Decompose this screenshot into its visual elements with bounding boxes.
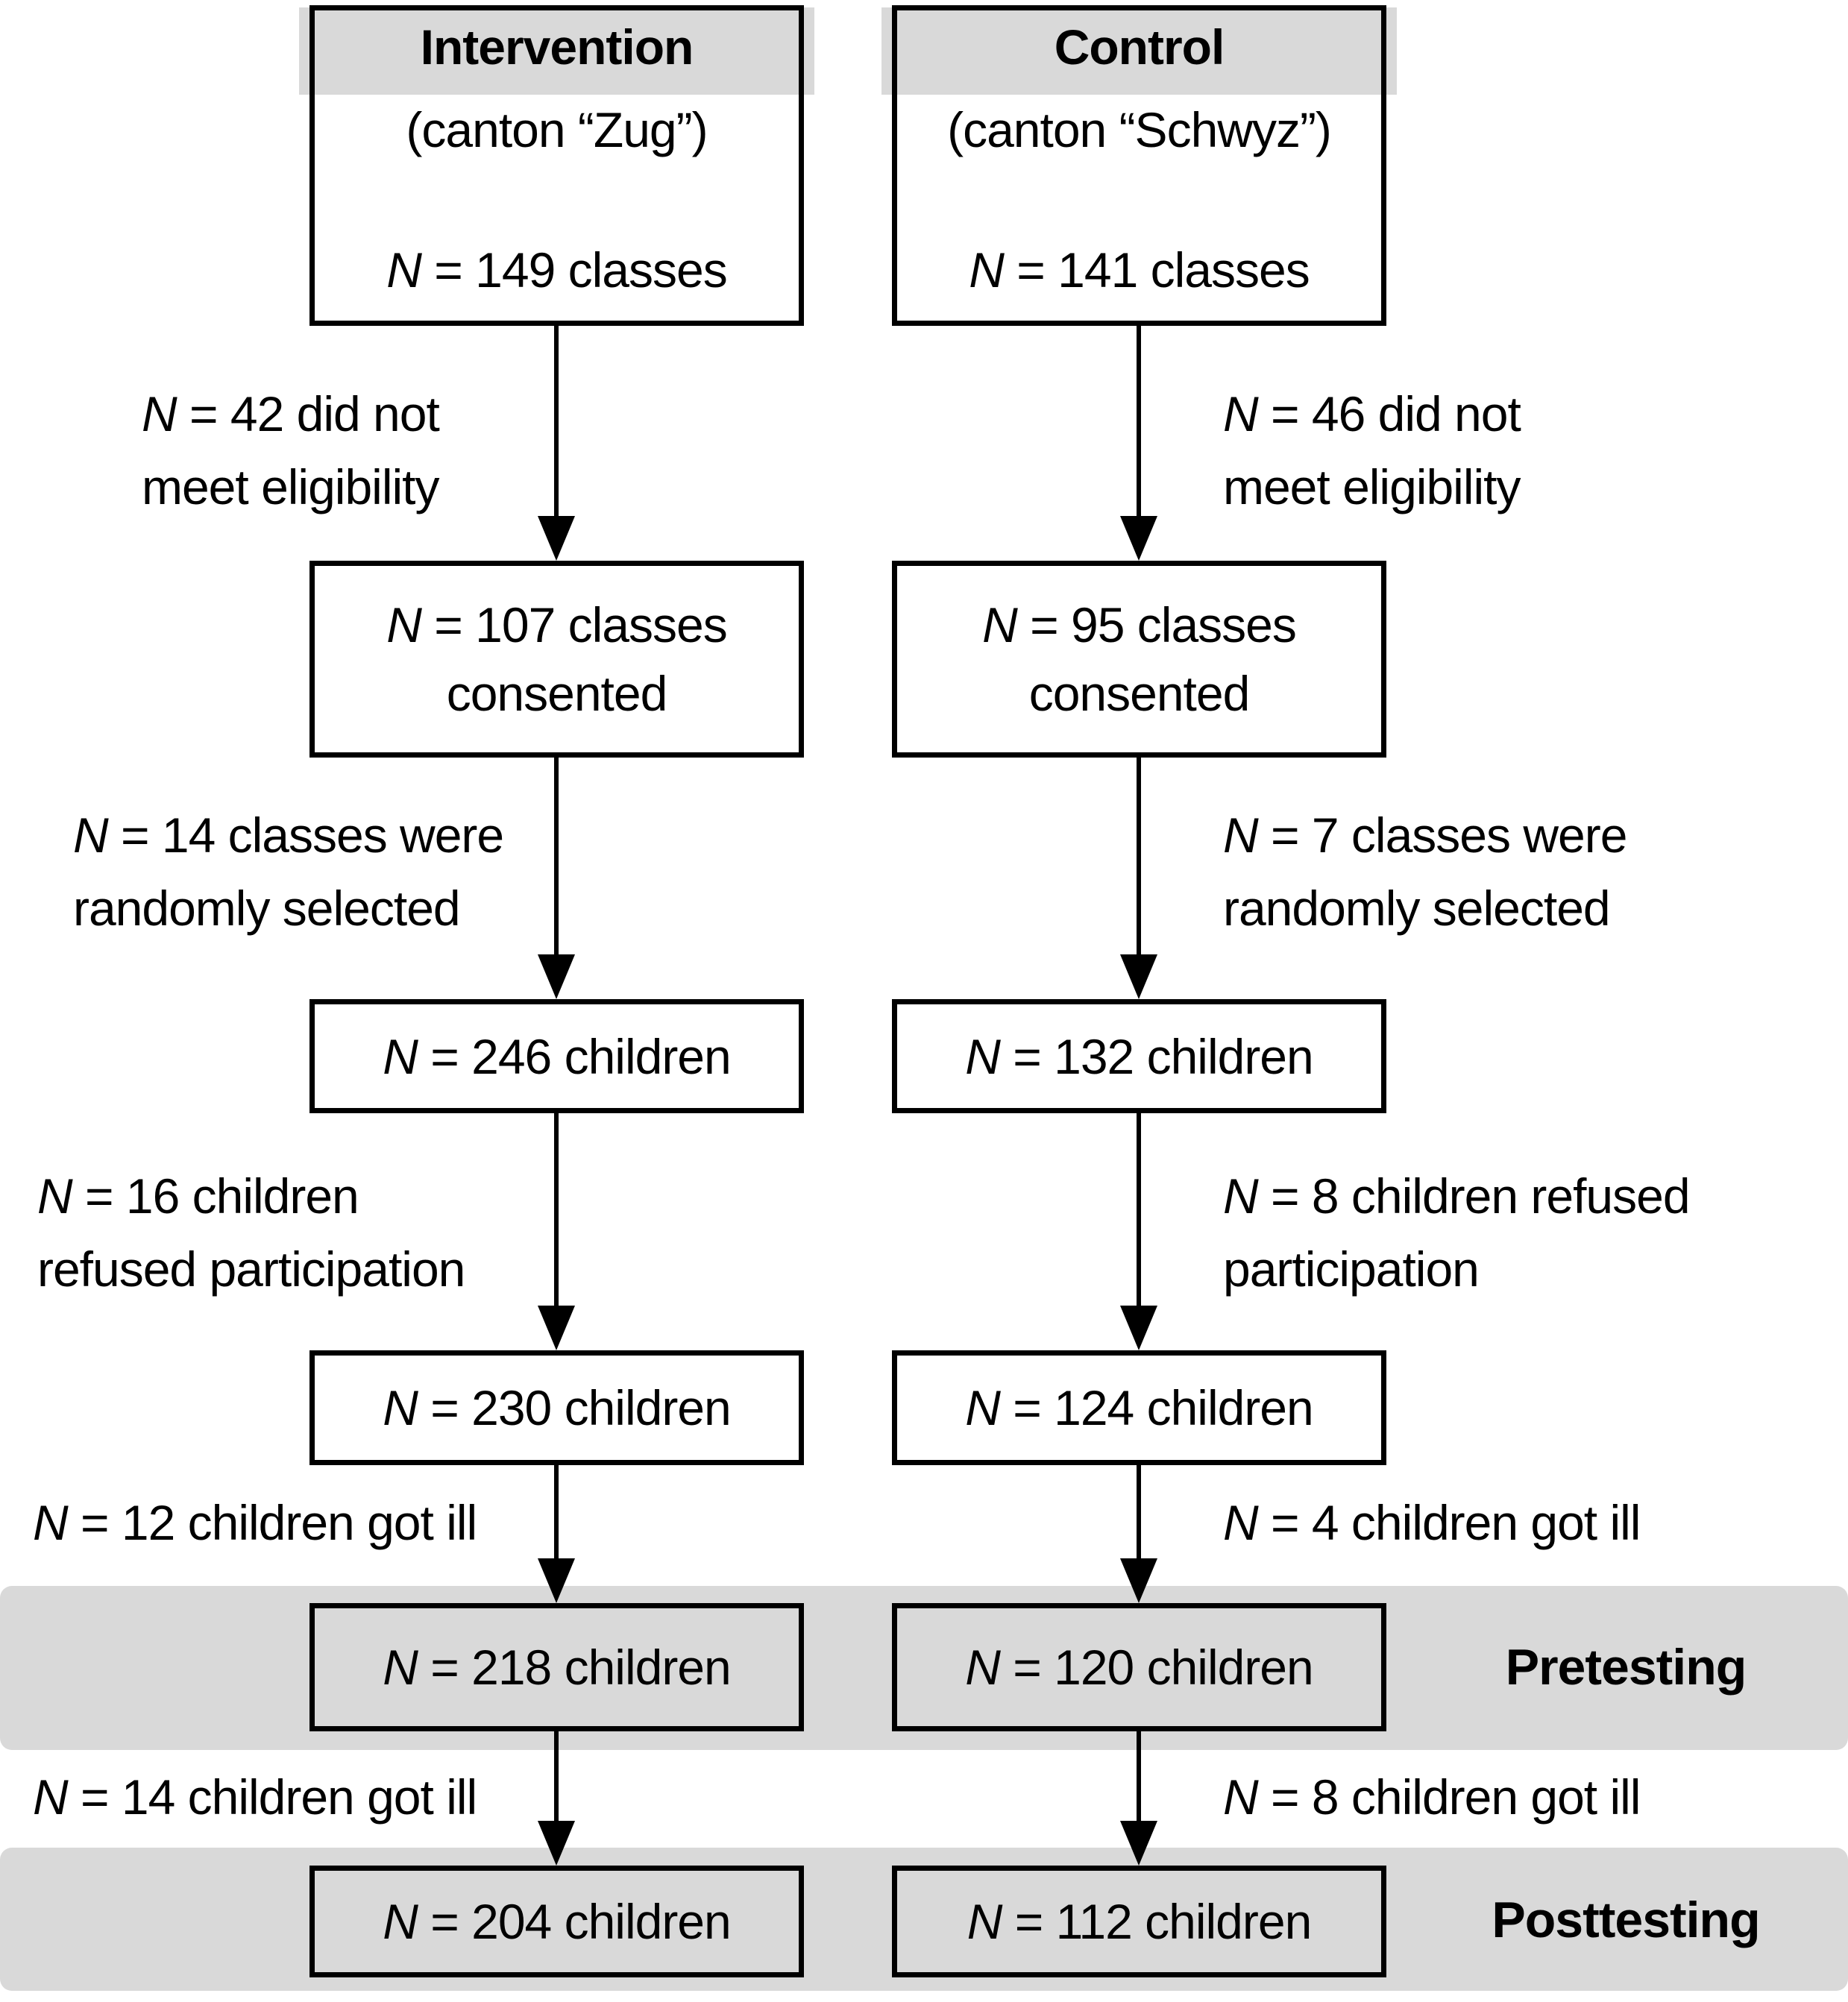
intervention-children-box: N = 246 children <box>309 999 804 1113</box>
intervention-title: Intervention <box>420 19 694 75</box>
control-ill-posttest-label: N = 8 children got ill <box>1223 1760 1641 1833</box>
control-children-count: N = 132 children <box>965 1028 1313 1084</box>
control-arrow-3-head-icon <box>1120 1306 1157 1350</box>
control-participants-box: N = 124 children <box>892 1350 1386 1465</box>
intervention-arrow-5-head-icon <box>538 1821 575 1866</box>
intervention-ill-pretest-label: N = 12 children got ill <box>33 1486 477 1559</box>
control-eligibility-label: N = 46 did not meet eligibility <box>1223 377 1521 523</box>
control-eligibility-line2: meet eligibility <box>1223 459 1521 514</box>
intervention-eligibility-label: N = 42 did not meet eligibility <box>142 377 440 523</box>
control-subtitle: (canton “Schwyz”) <box>947 102 1332 157</box>
intervention-refused-line1: N = 16 children <box>37 1168 359 1224</box>
control-ill-pretest-label: N = 4 children got ill <box>1223 1486 1641 1559</box>
control-random-line2: randomly selected <box>1223 881 1611 936</box>
control-arrow-4-head-icon <box>1120 1558 1157 1603</box>
intervention-participants-box: N = 230 children <box>309 1350 804 1465</box>
control-arrow-2-head-icon <box>1120 954 1157 999</box>
control-arrow-3-line <box>1137 1113 1141 1307</box>
control-arrow-1-line <box>1137 326 1141 517</box>
intervention-arrow-2-head-icon <box>538 954 575 999</box>
intervention-header-box: Intervention (canton “Zug”) N = 149 clas… <box>309 5 804 326</box>
control-refused-line2: participation <box>1223 1241 1480 1297</box>
control-participants-count: N = 124 children <box>965 1380 1313 1435</box>
intervention-pretest-count: N = 218 children <box>383 1640 731 1695</box>
intervention-arrow-3-line <box>554 1113 559 1307</box>
pretesting-label: Pretesting <box>1505 1639 1747 1696</box>
intervention-arrow-5-line <box>554 1731 559 1822</box>
control-arrow-5-line <box>1137 1731 1141 1822</box>
intervention-posttest-box: N = 204 children <box>309 1866 804 1977</box>
intervention-subtitle: (canton “Zug”) <box>406 102 708 157</box>
intervention-random-line1: N = 14 classes were <box>73 808 504 863</box>
control-title: Control <box>1054 19 1225 75</box>
control-ill-posttest-text: N = 8 children got ill <box>1223 1769 1641 1825</box>
control-posttest-box: N = 112 children <box>892 1866 1386 1977</box>
control-header-shading <box>881 7 1397 95</box>
control-header-box: Control (canton “Schwyz”) N = 141 classe… <box>892 5 1386 326</box>
control-arrow-2-line <box>1137 758 1141 956</box>
intervention-arrow-1-line <box>554 326 559 517</box>
intervention-consented-box: N = 107 classes consented <box>309 561 804 758</box>
control-consented-line2: consented <box>1028 666 1251 721</box>
control-consented-box: N = 95 classes consented <box>892 561 1386 758</box>
intervention-ill-posttest-text: N = 14 children got ill <box>33 1769 477 1825</box>
control-pretest-count: N = 120 children <box>965 1640 1313 1695</box>
control-random-label: N = 7 classes were randomly selected <box>1223 799 1627 945</box>
control-arrow-5-head-icon <box>1120 1821 1157 1866</box>
intervention-arrow-1-head-icon <box>538 516 575 561</box>
control-consented-line1: N = 95 classes <box>982 597 1297 652</box>
control-children-box: N = 132 children <box>892 999 1386 1113</box>
intervention-consented-line1: N = 107 classes <box>386 597 727 652</box>
intervention-arrow-4-head-icon <box>538 1558 575 1603</box>
control-refused-line1: N = 8 children refused <box>1223 1168 1691 1224</box>
control-refused-label: N = 8 children refused participation <box>1223 1159 1691 1306</box>
intervention-children-count: N = 246 children <box>383 1028 731 1084</box>
intervention-refused-line2: refused participation <box>37 1241 465 1297</box>
control-pretest-box: N = 120 children <box>892 1603 1386 1731</box>
intervention-eligibility-line1: N = 42 did not <box>142 386 440 441</box>
control-posttest-count: N = 112 children <box>967 1894 1313 1949</box>
intervention-pretest-box: N = 218 children <box>309 1603 804 1731</box>
control-random-line1: N = 7 classes were <box>1223 808 1627 863</box>
control-ill-pretest-text: N = 4 children got ill <box>1223 1495 1641 1550</box>
intervention-ill-pretest-text: N = 12 children got ill <box>33 1495 477 1550</box>
intervention-arrow-4-line <box>554 1465 559 1560</box>
intervention-refused-label: N = 16 children refused participation <box>37 1159 465 1306</box>
intervention-posttest-count: N = 204 children <box>383 1894 731 1949</box>
control-arrow-4-line <box>1137 1465 1141 1560</box>
intervention-arrow-3-head-icon <box>538 1306 575 1350</box>
intervention-random-label: N = 14 classes were randomly selected <box>73 799 504 945</box>
intervention-initial-count: N = 149 classes <box>386 242 727 298</box>
intervention-eligibility-line2: meet eligibility <box>142 459 439 514</box>
posttesting-label: Posttesting <box>1492 1892 1760 1948</box>
control-initial-count: N = 141 classes <box>969 242 1310 298</box>
intervention-header-shading <box>299 7 814 95</box>
intervention-random-line2: randomly selected <box>73 881 461 936</box>
intervention-participants-count: N = 230 children <box>383 1380 731 1435</box>
intervention-arrow-2-line <box>554 758 559 956</box>
control-eligibility-line1: N = 46 did not <box>1223 386 1521 441</box>
intervention-ill-posttest-label: N = 14 children got ill <box>33 1760 477 1833</box>
control-arrow-1-head-icon <box>1120 516 1157 561</box>
intervention-consented-line2: consented <box>446 666 668 721</box>
